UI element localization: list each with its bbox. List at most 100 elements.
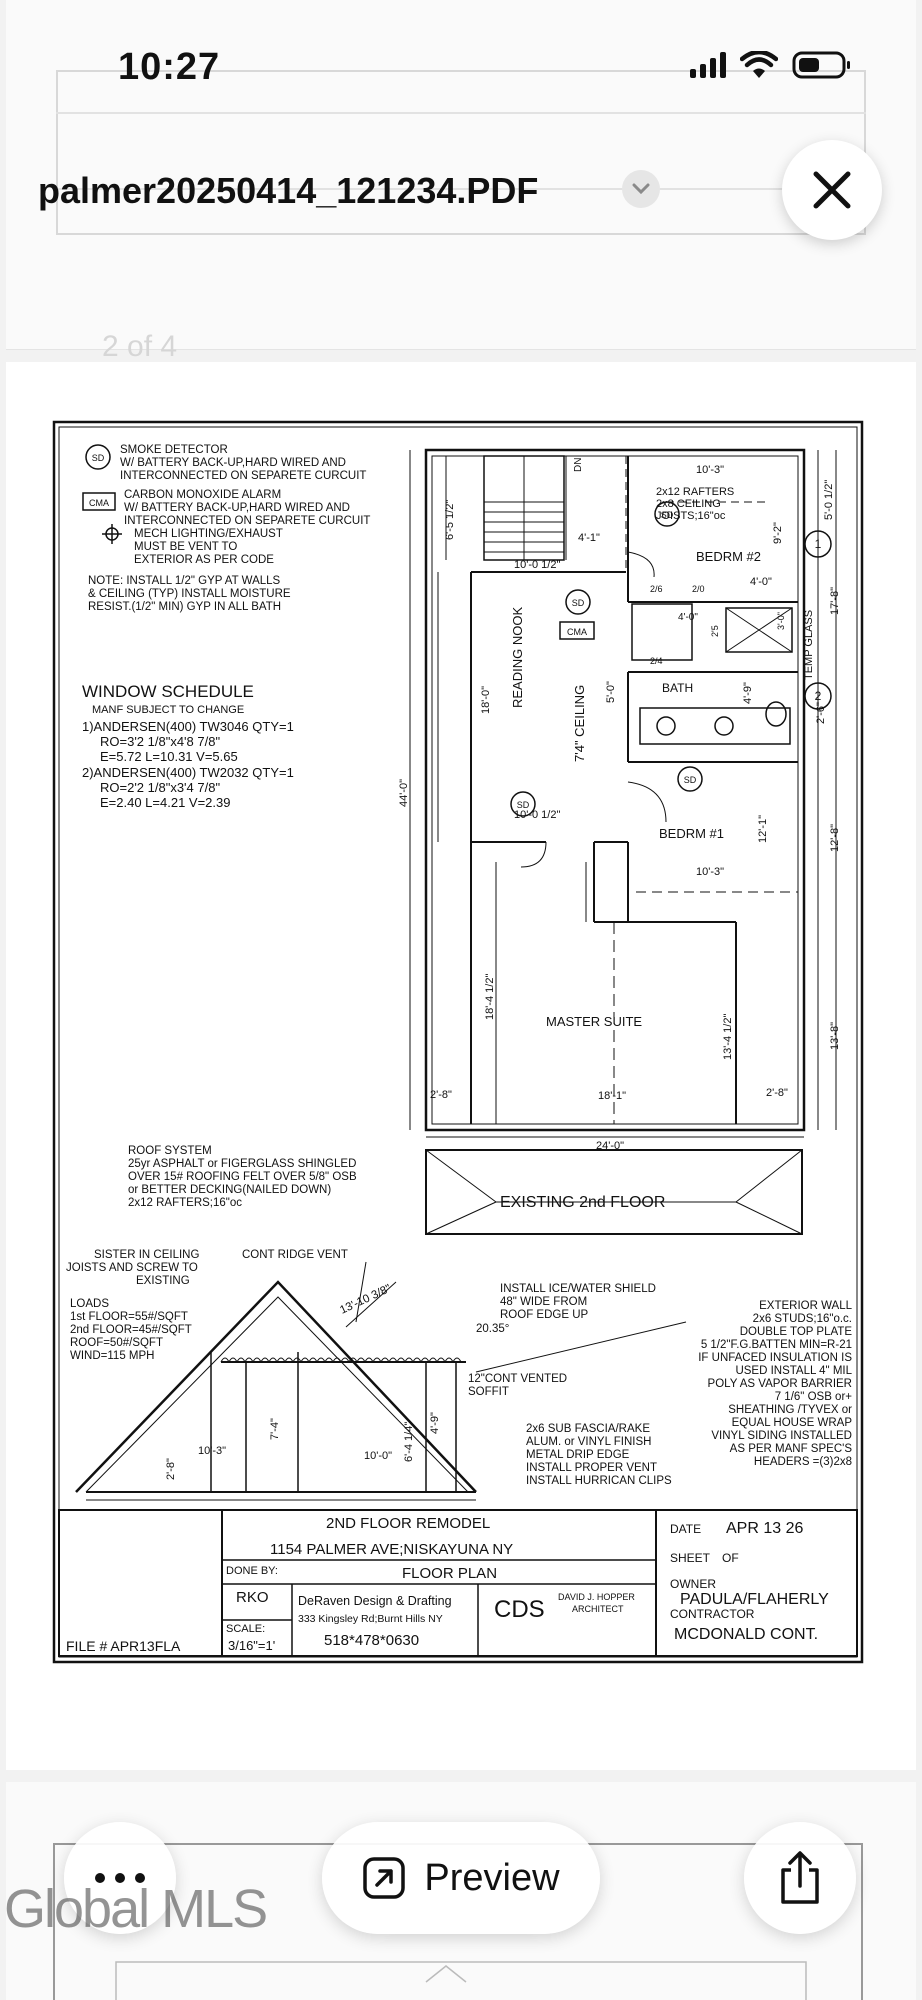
section-dim: 2'-8" (165, 1458, 177, 1480)
sister-note: EXISTING (136, 1275, 190, 1287)
cellular-signal-icon (690, 52, 726, 78)
contractor-label: CONTRACTOR (670, 1607, 755, 1621)
ext-wall-note: 5 1/2"F.G.BATTEN MIN=R-21 (701, 1339, 852, 1351)
plan-smoke-symbol: SD (684, 775, 697, 785)
plan-smoke-symbol: SD (661, 510, 674, 520)
sister-note: JOISTS AND SCREW TO (66, 1262, 198, 1274)
window-schedule-line: E=5.72 L=10.31 V=5.65 (100, 749, 238, 764)
done-by-label: DONE BY: (226, 1565, 278, 1577)
more-icon (95, 1873, 145, 1883)
dim: 12'-1" (757, 815, 769, 843)
temp-glass-label: TEMP GLASS (803, 610, 815, 680)
dim: 10'-3" (696, 866, 724, 878)
dim: 2/4 (650, 656, 663, 666)
ext-wall-note: IF UNFACED INSULATION IS (698, 1352, 852, 1364)
fascia-note: METAL DRIP EDGE (526, 1449, 630, 1461)
sister-note: SISTER IN CEILING (94, 1249, 199, 1261)
legend-cma-line: INTERCONNECTED ON SEPARETE CURCUIT (124, 515, 370, 527)
cma-symbol: CMA (89, 498, 109, 508)
watermark: Global MLS (4, 1879, 268, 1939)
pdf-page[interactable]: SD CMA SD SD CMA SD SD SMOKE DETECTOR W/… (6, 362, 916, 1770)
done-by: RKO (236, 1589, 269, 1606)
roof-note: or BETTER DECKING(NAILED DOWN) (128, 1184, 331, 1196)
room-label: BEDRM #1 (659, 826, 724, 841)
ice-note: 48" WIDE FROM (500, 1296, 587, 1308)
dim: 3'-0" (776, 612, 786, 630)
legend-cma-line: CARBON MONOXIDE ALARM (124, 489, 281, 501)
legend-mech-line: MUST BE VENT TO (134, 541, 237, 553)
plan-smoke-symbol: SD (517, 800, 530, 810)
date-label: DATE (670, 1522, 701, 1536)
dim: 12'-8" (829, 824, 841, 852)
floor-plan-drawing: SD CMA SD SD CMA SD SD SMOKE DETECTOR W/… (52, 420, 864, 1664)
loads-note: 1st FLOOR=55#/SQFT (70, 1311, 188, 1323)
date-value: APR 13 26 (726, 1520, 803, 1537)
room-label: READING NOOK (510, 607, 525, 708)
share-icon (781, 1851, 819, 1904)
ghost-line (56, 188, 866, 190)
project-title: 2ND FLOOR REMODEL (326, 1515, 490, 1532)
dim: 2/6 (650, 584, 663, 594)
legend-smoke-line: W/ BATTERY BACK-UP,HARD WIRED AND (120, 457, 346, 469)
roof-note: 25yr ASPHALT or FIGERGLASS SHINGLED (128, 1158, 356, 1170)
window-tag: 2 (815, 689, 822, 703)
cds-logo: CDS (494, 1596, 545, 1623)
ice-note: ROOF EDGE UP (500, 1309, 589, 1321)
dim: 2'-8" (430, 1089, 452, 1101)
room-label: MASTER SUITE (546, 1014, 642, 1029)
firm-address: 333 Kingsley Rd;Burnt Hills NY (298, 1613, 443, 1625)
share-button[interactable] (744, 1822, 856, 1934)
soffit-note: SOFFIT (468, 1386, 509, 1398)
ext-wall-note: POLY AS VAPOR BARRIER (708, 1378, 852, 1390)
soffit-note: 12"CONT VENTED (468, 1373, 567, 1385)
loads-note: LOADS (70, 1298, 109, 1310)
status-time: 10:27 (118, 46, 221, 88)
ext-wall-note: DOUBLE TOP PLATE (740, 1326, 853, 1338)
file-title[interactable]: palmer20250414_121234.PDF (38, 170, 539, 211)
section-dim: 6'-4 1/4" (403, 1422, 415, 1462)
dim: 18'-4 1/2" (484, 974, 496, 1020)
fascia-note: INSTALL HURRICAN CLIPS (526, 1475, 672, 1487)
ceiling-label: 7'4" CEILING (572, 685, 587, 762)
page-counter: 2 of 4 (102, 330, 178, 363)
window-schedule-title: WINDOW SCHEDULE (82, 682, 254, 701)
ext-wall-note: SHEATHING /TYVEX or (728, 1404, 852, 1416)
plan-cma-symbol: CMA (567, 627, 587, 637)
scale-value: 3/16"=1' (228, 1638, 275, 1653)
dim: 9'-2" (772, 522, 784, 544)
roof-note: OVER 15# ROOFING FELT OVER 5/8" OSB (128, 1171, 357, 1183)
ice-note: INSTALL ICE/WATER SHIELD (500, 1283, 656, 1295)
arrow-up-right-box-icon (363, 1857, 406, 1899)
preview-button[interactable]: Preview (322, 1822, 600, 1934)
loads-note: WIND=115 MPH (70, 1350, 154, 1362)
preview-label: Preview (424, 1856, 560, 1899)
ext-wall-note: 2x6 STUDS;16"o.c. (753, 1313, 852, 1325)
rafter-note: 2x12 RAFTERS (656, 486, 734, 498)
more-button[interactable] (64, 1822, 176, 1934)
dim: 5'-0 1/2" (823, 480, 835, 520)
dim: 2'-6" (815, 702, 827, 724)
firm-name: DeRaven Design & Drafting (298, 1594, 452, 1608)
legend-mech-line: EXTERIOR AS PER CODE (134, 554, 274, 566)
smoke-symbol: SD (92, 453, 105, 463)
dim: 13'-8" (829, 1022, 841, 1050)
sheet-label: SHEET (670, 1551, 711, 1565)
section-dim: 10'-3" (198, 1445, 226, 1457)
scale-label: SCALE: (226, 1623, 265, 1635)
stair-down-label: DN (573, 458, 584, 472)
window-schedule-line: 1)ANDERSEN(400) TW3046 QTY=1 (82, 719, 294, 734)
window-tag: 1 (815, 537, 822, 551)
chevron-down-icon[interactable] (622, 170, 660, 208)
dim: 4'-9" (742, 682, 754, 704)
architect-name: DAVID J. HOPPER (558, 1592, 635, 1602)
file-number: FILE # APR13FLA (66, 1638, 181, 1654)
roof-note: 2x12 RAFTERS;16"oc (128, 1197, 242, 1209)
dim: 2'5 (710, 625, 720, 637)
dim: 4'-1" (578, 532, 600, 544)
status-icons (690, 50, 852, 80)
close-button[interactable] (782, 140, 882, 240)
ext-wall-note: AS PER MANF SPEC'S (730, 1443, 853, 1455)
section-dim: 7'-4" (269, 1418, 281, 1440)
dim: 18'-0" (480, 686, 492, 714)
window-schedule-line: 2)ANDERSEN(400) TW2032 QTY=1 (82, 765, 294, 780)
